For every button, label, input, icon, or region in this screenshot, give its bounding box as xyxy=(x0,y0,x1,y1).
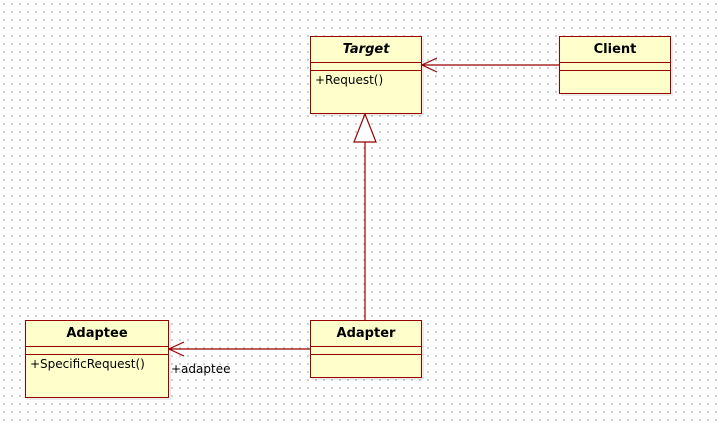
class-adaptee-attributes xyxy=(26,347,168,355)
association-adapter-adaptee[interactable] xyxy=(167,341,310,357)
association-role-label: +adaptee xyxy=(171,362,231,376)
class-adapter-name: Adapter xyxy=(311,321,421,347)
class-adaptee[interactable]: Adaptee +SpecificRequest() xyxy=(25,320,169,398)
class-adapter-operations xyxy=(311,355,421,369)
class-target-operation: +Request() xyxy=(315,73,384,87)
generalization-adapter-target[interactable] xyxy=(353,112,377,320)
class-client-name: Client xyxy=(560,37,670,63)
class-client[interactable]: Client xyxy=(559,36,671,94)
class-adaptee-name: Adaptee xyxy=(26,321,168,347)
class-adapter-attributes xyxy=(311,347,421,355)
association-client-target[interactable] xyxy=(420,57,559,73)
class-adaptee-operation: +SpecificRequest() xyxy=(30,357,145,371)
class-target[interactable]: Target +Request() xyxy=(310,36,422,114)
class-client-attributes xyxy=(560,63,670,71)
class-target-attributes xyxy=(311,63,421,71)
class-adapter[interactable]: Adapter xyxy=(310,320,422,378)
class-target-name: Target xyxy=(311,37,421,63)
class-client-operations xyxy=(560,71,670,85)
